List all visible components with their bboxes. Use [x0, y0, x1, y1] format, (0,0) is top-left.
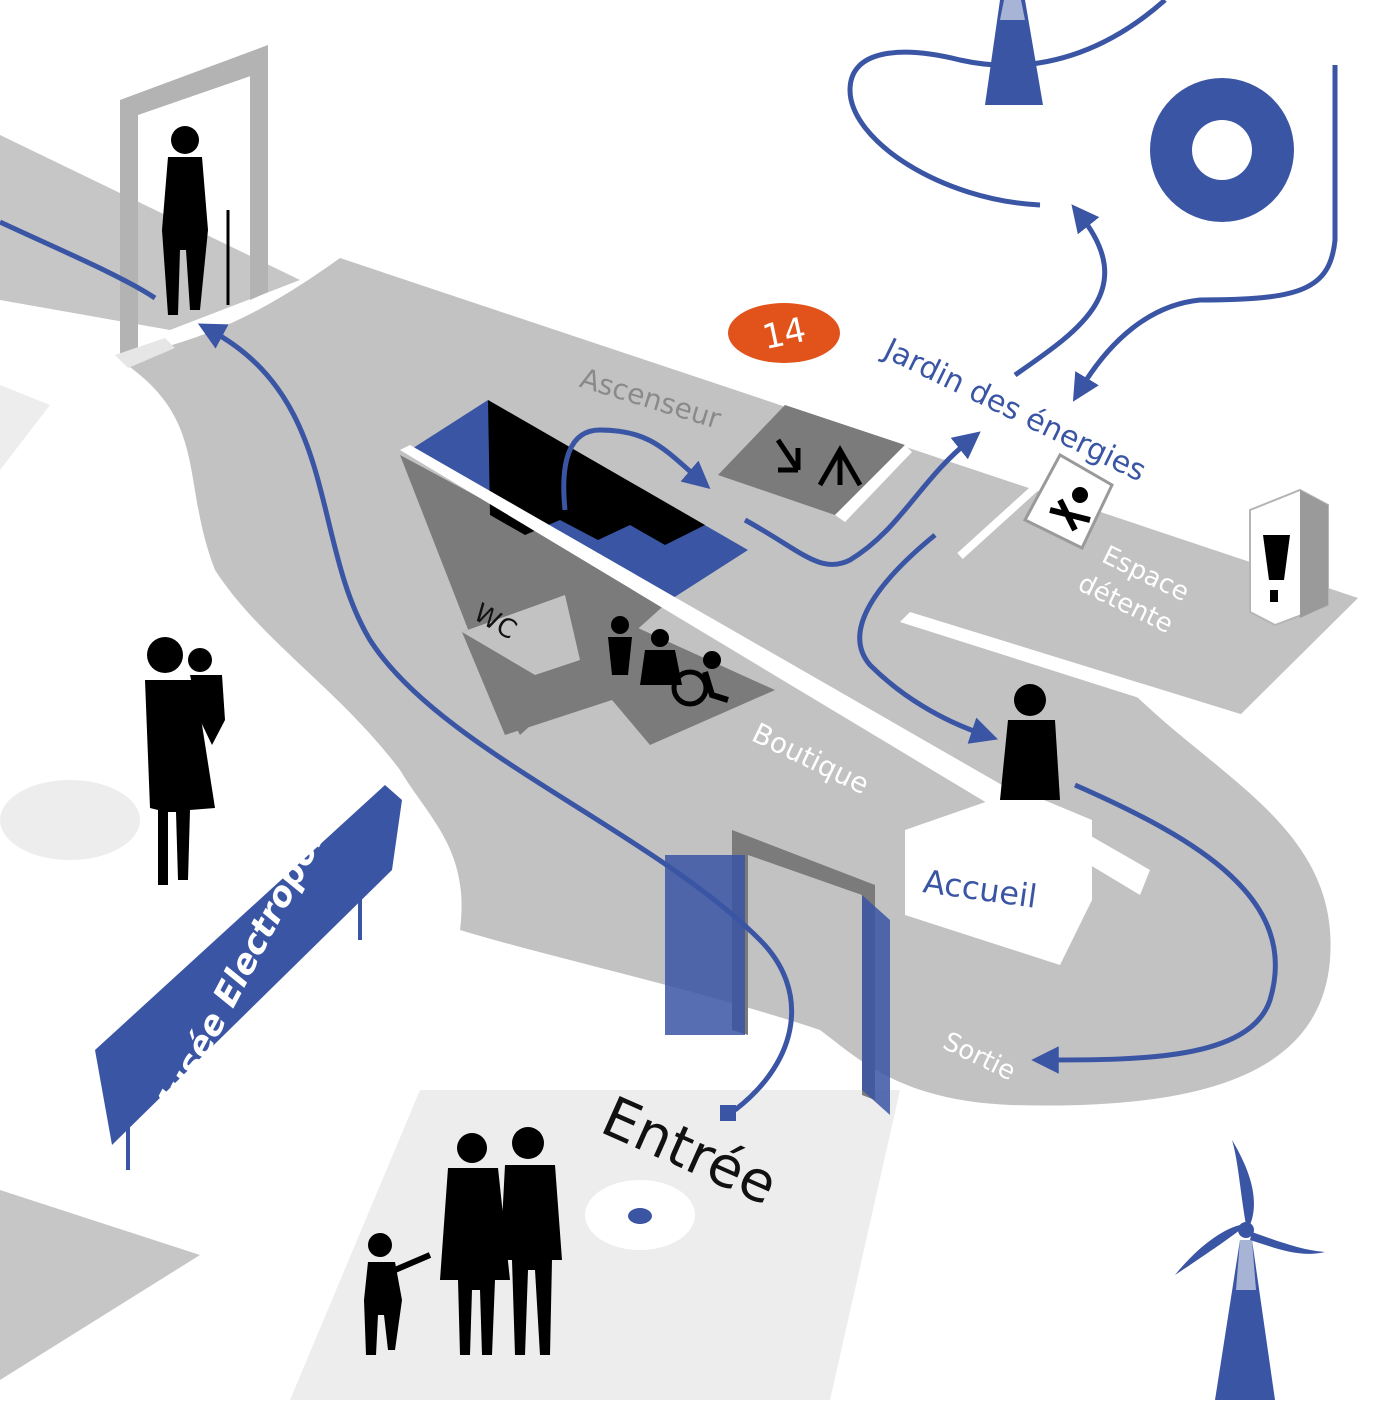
route-garden-up [1013, 204, 1108, 378]
relax-area-dividers [900, 485, 1260, 730]
entrance-frame [732, 830, 875, 1100]
door-right [862, 895, 890, 1115]
route-entrance-to-upper-door [197, 323, 795, 1112]
turbine-wheel-icon [1150, 78, 1294, 222]
upper-left-walkway [0, 135, 300, 330]
museum-sign-text: Musée Electropolis [141, 795, 346, 1133]
wheelchair-icon [671, 651, 729, 707]
wind-turbine-icon [1175, 1140, 1325, 1400]
wind-turbine-tower-top [985, 0, 1043, 105]
stair-wall [400, 455, 670, 735]
elevator-icon [775, 438, 863, 487]
route-garden-top [847, 0, 1167, 208]
stop-badge: 14 [728, 303, 840, 363]
door-left [665, 855, 745, 1035]
stop-number: 14 [759, 310, 810, 358]
toilets-icon [608, 616, 682, 685]
entrance-target [585, 1180, 695, 1250]
upper-left-doorway [115, 45, 268, 368]
route-to-exit-door [0, 219, 157, 301]
museum-sign: Musée Electropolis [95, 785, 402, 1170]
route-stairs-loop [561, 427, 711, 511]
left-grey-patch [0, 385, 50, 470]
baby-changing-icon [1022, 452, 1114, 551]
route-to-garden [743, 431, 981, 567]
trash-bin-icon [1249, 488, 1329, 627]
elevator-block [718, 405, 912, 522]
ground-areas [0, 135, 900, 1400]
stair-edge [400, 445, 1150, 895]
stairs [488, 400, 705, 545]
route-garden-down [1072, 65, 1338, 402]
entrance-path [290, 1090, 900, 1400]
shadow-left [0, 780, 140, 860]
lower-left-ground [0, 1190, 200, 1380]
route-reception-to-exit [1031, 782, 1278, 1074]
entrance-doors [665, 830, 890, 1115]
visitor-family-silhouette [364, 1127, 562, 1355]
route-start-marker [720, 1105, 736, 1121]
staircase-block [400, 400, 1150, 895]
visitor-mother-child-silhouette [145, 637, 225, 885]
route-to-reception [857, 533, 999, 744]
reception-desk [905, 790, 1092, 965]
elevator-pad [718, 405, 905, 515]
receptionist-silhouette [1000, 684, 1060, 800]
route-lines [0, 0, 1338, 1112]
visitor-elderly-silhouette [162, 126, 230, 315]
